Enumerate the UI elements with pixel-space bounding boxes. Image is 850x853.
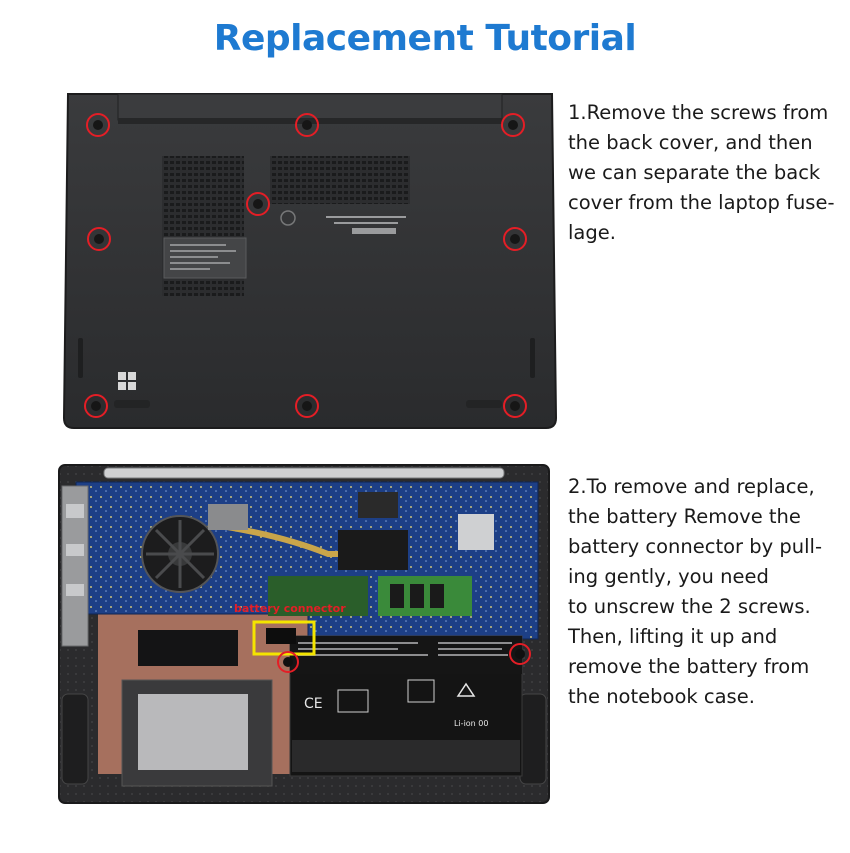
step-1-instructions: 1.Remove the screws from the back cover,… xyxy=(568,98,840,248)
step-2-line: battery connector by pull- xyxy=(568,535,822,558)
step-1-line: the back cover, and then xyxy=(568,131,813,154)
laptop-internals-image: CE Li-ion 00 battery connector xyxy=(58,464,550,804)
step-1-line: lage. xyxy=(568,221,616,244)
step-2-instructions: 2.To remove and replace, the battery Rem… xyxy=(568,472,840,712)
step-2-line: ing gently, you need xyxy=(568,565,769,588)
battery-chemistry: Li-ion 00 xyxy=(454,719,488,728)
step-2-line: remove the battery from xyxy=(568,655,810,678)
step-2-line: Then, lifting it up and xyxy=(568,625,778,648)
ce-mark: CE xyxy=(304,696,323,712)
step-2-line: 2.To remove and replace, xyxy=(568,475,815,498)
step-2-line: to unscrew the 2 screws. xyxy=(568,595,811,618)
back-cover-image xyxy=(62,88,558,430)
step-1-line: cover from the laptop fuse- xyxy=(568,191,835,214)
step-1-line: 1.Remove the screws from xyxy=(568,101,829,124)
battery-connector-label: battery connector xyxy=(234,602,346,615)
page-title: Replacement Tutorial xyxy=(213,18,637,59)
step-1-line: we can separate the back xyxy=(568,161,821,184)
step-2-line: the battery Remove the xyxy=(568,505,801,528)
step-2-line: the notebook case. xyxy=(568,685,755,708)
